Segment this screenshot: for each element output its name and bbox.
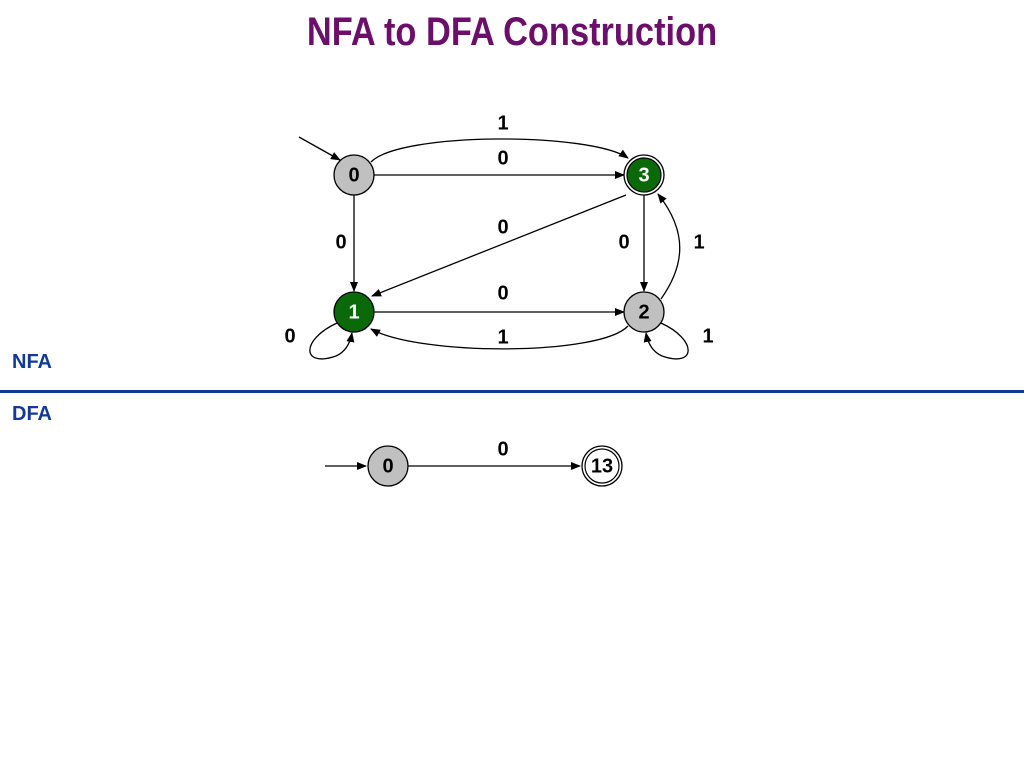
nfa-state-1-circle: [333, 291, 375, 333]
dfa-section-label: DFA: [12, 403, 52, 425]
nfa-state-2-circle: [623, 291, 665, 333]
nfa-state-0-circle: [333, 154, 375, 196]
page-title: NFA to DFA Construction: [306, 10, 718, 54]
nfa-transition-2-1: [370, 325, 629, 350]
nfa-start-arrow: [298, 136, 341, 161]
dfa-state-13: 13: [581, 445, 623, 487]
nfa-transition-1-1: [309, 322, 355, 360]
nfa-transition-label: 0: [497, 147, 508, 169]
nfa-transition-label: 0: [284, 325, 295, 347]
section-divider: [0, 390, 1024, 393]
dfa-state-13-label: 13: [591, 455, 613, 477]
nfa-state-3: 3: [623, 154, 665, 196]
dfa-transition-label: 0: [497, 438, 508, 460]
nfa-transition-label: 1: [702, 325, 713, 347]
dfa-state-0-circle: [367, 445, 409, 487]
nfa-transition-2-3: [657, 193, 681, 300]
nfa-transition-label: 1: [693, 231, 704, 253]
nfa-transition-label: 1: [497, 112, 508, 134]
nfa-state-3-label: 3: [638, 164, 649, 186]
nfa-state-3-circle: [626, 157, 662, 193]
nfa-state-0: 0: [333, 154, 375, 196]
nfa-transition-2-2: [643, 322, 689, 360]
dfa-state-0-label: 0: [382, 455, 393, 477]
nfa-state-2-label: 2: [638, 301, 649, 323]
nfa-transition-label: 0: [497, 216, 508, 238]
nfa-transition-0-3: [370, 138, 629, 163]
nfa-transition-label: 1: [497, 326, 508, 348]
nfa-state-2: 2: [623, 291, 665, 333]
nfa-transition-label: 0: [335, 231, 346, 253]
nfa-transition-label: 0: [618, 231, 629, 253]
nfa-section-label: NFA: [12, 351, 52, 373]
nfa-state-1-label: 1: [348, 301, 359, 323]
nfa-transition-3-1: [371, 194, 627, 297]
dfa-state-13-circle: [584, 448, 620, 484]
nfa-state-1: 1: [333, 291, 375, 333]
dfa-state-0: 0: [367, 445, 409, 487]
nfa-transition-label: 0: [497, 282, 508, 304]
nfa-state-0-label: 0: [348, 164, 359, 186]
